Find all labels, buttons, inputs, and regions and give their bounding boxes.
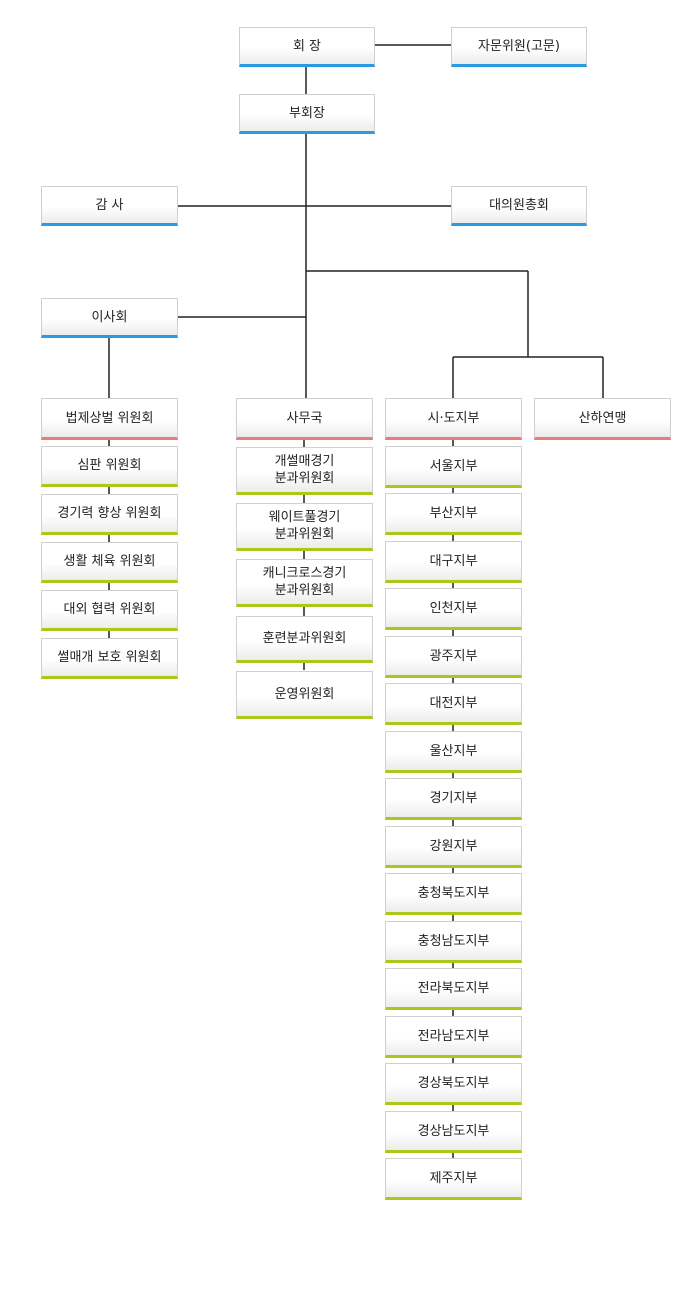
- delegates-label: 대의원총회: [489, 197, 549, 213]
- region-box: 경상남도지부: [385, 1111, 522, 1153]
- section-label-line: 분과위원회: [274, 527, 335, 542]
- branches-box: 시·도지부: [385, 398, 522, 440]
- section-box: 운영위원회: [236, 671, 373, 719]
- section-label-line: 분과위원회: [274, 471, 335, 486]
- chairman-box: 회 장: [239, 27, 375, 67]
- committee-box: 심판 위원회: [41, 446, 178, 487]
- vice-chairman-box: 부회장: [239, 94, 375, 134]
- legal-committee-label: 법제상벌 위원회: [65, 410, 154, 426]
- region-label: 제주지부: [429, 1170, 478, 1186]
- section-box: 개썰매경기 분과위원회: [236, 447, 373, 495]
- region-label: 경상남도지부: [417, 1123, 490, 1139]
- region-box: 경상북도지부: [385, 1063, 522, 1105]
- committee-label: 대외 협력 위원회: [63, 602, 156, 617]
- region-box: 충청남도지부: [385, 921, 522, 963]
- committee-box: 썰매개 보호 위원회: [41, 638, 178, 679]
- region-box: 대구지부: [385, 541, 522, 583]
- region-box: 제주지부: [385, 1158, 522, 1200]
- region-label: 부산지부: [429, 505, 478, 521]
- vice-chairman-label: 부회장: [289, 105, 325, 121]
- region-label: 강원지부: [429, 838, 478, 854]
- region-label: 울산지부: [429, 743, 478, 759]
- region-label: 대구지부: [429, 553, 478, 569]
- region-label: 충청남도지부: [417, 933, 490, 949]
- affiliates-label: 산하연맹: [578, 410, 627, 426]
- region-label: 대전지부: [429, 695, 478, 711]
- region-box: 충청북도지부: [385, 873, 522, 915]
- region-label: 경기지부: [429, 790, 478, 806]
- section-label-line: 분과위원회: [274, 583, 335, 598]
- region-box: 경기지부: [385, 778, 522, 820]
- advisory-box: 자문위원(고문): [451, 27, 587, 67]
- region-label: 충청북도지부: [417, 885, 490, 901]
- region-box: 전라북도지부: [385, 968, 522, 1010]
- advisory-label: 자문위원(고문): [478, 38, 560, 54]
- region-label: 서울지부: [429, 458, 478, 474]
- committee-label: 경기력 향상 위원회: [57, 506, 162, 521]
- board-label: 이사회: [91, 309, 128, 325]
- region-label: 경상북도지부: [417, 1075, 490, 1091]
- branches-label: 시·도지부: [427, 410, 480, 426]
- region-box: 부산지부: [385, 493, 522, 535]
- region-box: 서울지부: [385, 446, 522, 488]
- region-box: 강원지부: [385, 826, 522, 868]
- region-box: 대전지부: [385, 683, 522, 725]
- committee-box: 생활 체육 위원회: [41, 542, 178, 583]
- affiliates-box: 산하연맹: [534, 398, 671, 440]
- committee-label: 생활 체육 위원회: [63, 554, 156, 569]
- section-label: 훈련분과위원회: [262, 631, 347, 646]
- committee-label: 심판 위원회: [77, 458, 142, 473]
- region-label: 전라북도지부: [417, 980, 490, 996]
- chairman-label: 회 장: [292, 38, 322, 54]
- section-box: 훈련분과위원회: [236, 616, 373, 663]
- region-label: 인천지부: [429, 600, 478, 616]
- legal-committee-box: 법제상벌 위원회: [41, 398, 178, 440]
- region-box: 인천지부: [385, 588, 522, 630]
- committee-label: 썰매개 보호 위원회: [57, 650, 162, 665]
- region-box: 전라남도지부: [385, 1016, 522, 1058]
- committee-box: 경기력 향상 위원회: [41, 494, 178, 535]
- board-box: 이사회: [41, 298, 178, 338]
- region-label: 전라남도지부: [417, 1028, 490, 1044]
- region-box: 울산지부: [385, 731, 522, 773]
- section-label-line: 캐니크로스경기: [262, 566, 347, 581]
- auditor-label: 감 사: [95, 197, 124, 213]
- section-label-line: 웨이트풀경기: [268, 510, 341, 525]
- section-label-line: 개썰매경기: [274, 454, 335, 469]
- secretariat-label: 사무국: [286, 410, 323, 426]
- section-box: 웨이트풀경기 분과위원회: [236, 503, 373, 551]
- auditor-box: 감 사: [41, 186, 178, 226]
- secretariat-box: 사무국: [236, 398, 373, 440]
- region-box: 광주지부: [385, 636, 522, 678]
- section-label: 운영위원회: [274, 686, 335, 702]
- section-box: 캐니크로스경기 분과위원회: [236, 559, 373, 607]
- committee-box: 대외 협력 위원회: [41, 590, 178, 631]
- delegates-box: 대의원총회: [451, 186, 587, 226]
- region-label: 광주지부: [429, 648, 478, 664]
